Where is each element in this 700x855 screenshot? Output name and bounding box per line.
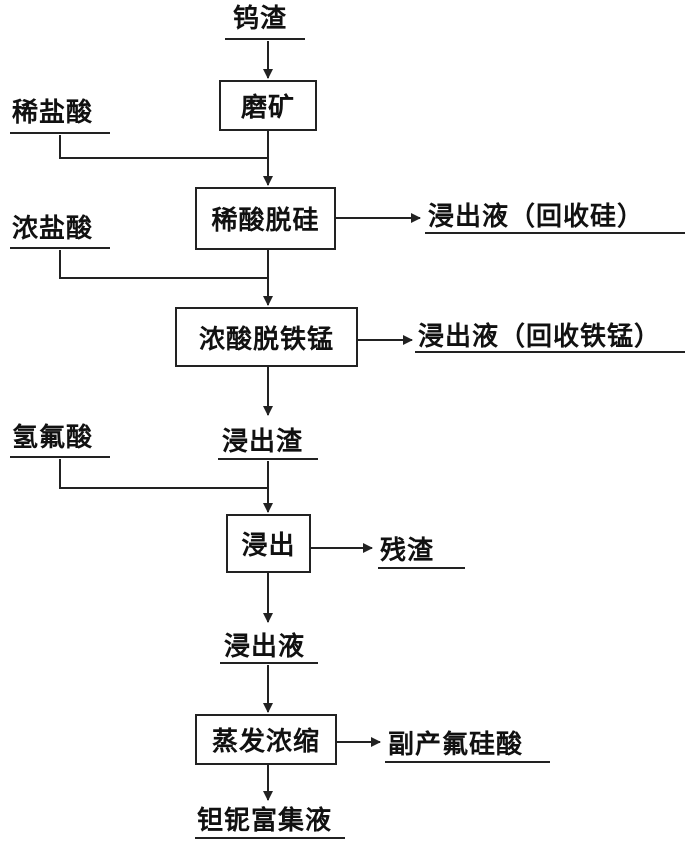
input-dilute-hcl: 稀盐酸 [12, 98, 94, 128]
output-leachate-si: 浸出液（回收硅） [428, 202, 645, 232]
output-byproduct: 副产氟硅酸 [388, 730, 524, 760]
step-conc-de-fe-mn-box: 浓酸脱铁锰 [175, 307, 358, 367]
step-leach-box: 浸出 [226, 514, 311, 573]
input-tungsten-slag: 钨渣 [233, 4, 288, 34]
output-final-product: 钽铌富集液 [197, 806, 333, 836]
output-residue: 残渣 [380, 536, 435, 566]
input-hf-acid: 氢氟酸 [12, 423, 94, 453]
input-conc-hcl: 浓盐酸 [12, 214, 94, 244]
step-evaporate-box: 蒸发浓缩 [195, 714, 337, 765]
step-grinding-box: 磨矿 [219, 80, 317, 131]
output-leachate: 浸出液 [224, 632, 306, 662]
step-dilute-desilicon-box: 稀酸脱硅 [195, 187, 336, 250]
output-leachate-fe-mn: 浸出液（回收铁锰） [418, 322, 662, 352]
output-leach-residue: 浸出渣 [222, 427, 304, 457]
